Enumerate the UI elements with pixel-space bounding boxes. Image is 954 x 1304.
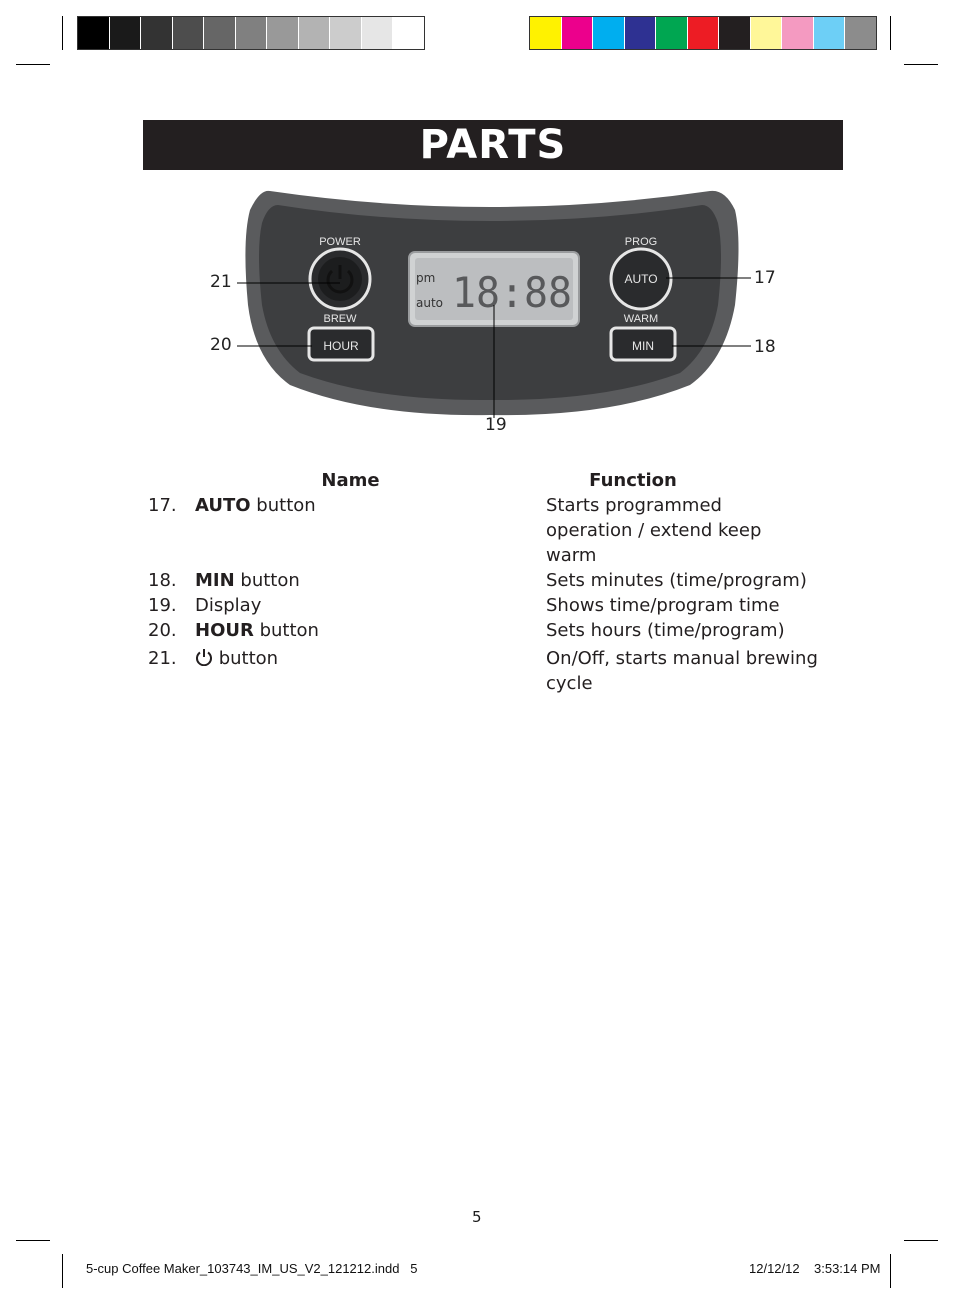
row-name: HOUR button bbox=[195, 618, 546, 643]
page-number: 5 bbox=[472, 1208, 482, 1226]
color-swatch bbox=[561, 17, 594, 49]
color-swatch bbox=[393, 17, 425, 49]
color-swatch bbox=[530, 17, 562, 49]
color-swatch bbox=[656, 17, 688, 49]
crop-mark bbox=[62, 16, 63, 50]
callout-18: 18 bbox=[754, 337, 776, 357]
row-number: 20. bbox=[148, 620, 177, 641]
crop-mark bbox=[904, 1240, 938, 1241]
table-row: 21. button On/Off, starts manual brewing… bbox=[140, 643, 840, 696]
color-swatch bbox=[361, 17, 394, 49]
parts-table: Name Function 17. AUTO button Starts pro… bbox=[140, 468, 840, 696]
crop-mark bbox=[16, 64, 50, 65]
callout-17: 17 bbox=[754, 268, 776, 288]
crop-mark bbox=[904, 64, 938, 65]
color-swatch bbox=[78, 17, 110, 49]
color-swatch bbox=[687, 17, 720, 49]
row-name-rest: button bbox=[250, 495, 316, 516]
color-swatch bbox=[845, 17, 877, 49]
row-function: Sets hours (time/program) bbox=[546, 620, 785, 641]
color-swatch bbox=[750, 17, 783, 49]
hour-button[interactable] bbox=[307, 326, 375, 362]
color-swatch bbox=[298, 17, 331, 49]
row-name: button bbox=[195, 643, 546, 696]
power-label: POWER bbox=[319, 236, 361, 248]
color-swatch bbox=[782, 17, 814, 49]
callout-19: 19 bbox=[485, 415, 507, 435]
row-name: MIN button bbox=[195, 568, 546, 593]
lcd-screen bbox=[415, 258, 573, 320]
row-function: Starts programmed operation / extend kee… bbox=[546, 495, 762, 566]
row-number: 17. bbox=[148, 495, 177, 516]
crop-mark bbox=[890, 16, 891, 50]
table-row: 20. HOUR button Sets hours (time/program… bbox=[140, 618, 840, 643]
color-swatch bbox=[330, 17, 362, 49]
footer-file: 5-cup Coffee Maker_103743_IM_US_V2_12121… bbox=[86, 1261, 418, 1276]
row-name-bold: AUTO bbox=[195, 495, 251, 516]
auto-label: AUTO bbox=[624, 272, 657, 286]
color-swatch bbox=[204, 17, 236, 49]
footer-date: 12/12/12 bbox=[749, 1261, 800, 1276]
row-function: On/Off, starts manual brewing cycle bbox=[546, 648, 818, 694]
table-header-row: Name Function bbox=[140, 468, 840, 493]
row-name-rest: button bbox=[234, 570, 300, 591]
table-row: 17. AUTO button Starts programmed operat… bbox=[140, 493, 840, 568]
color-swatch bbox=[719, 17, 751, 49]
table-row: 18. MIN button Sets minutes (time/progra… bbox=[140, 568, 840, 593]
min-button[interactable] bbox=[609, 326, 677, 362]
warm-label: WARM bbox=[624, 313, 658, 325]
row-name-rest: Display bbox=[195, 595, 262, 616]
table-row: 19. Display Shows time/program time bbox=[140, 593, 840, 618]
prog-label: PROG bbox=[625, 236, 657, 248]
control-panel-illustration: POWER BREW HOUR pm auto 18:88 PROG AUTO … bbox=[237, 190, 751, 418]
crop-mark bbox=[890, 1254, 891, 1288]
color-swatch bbox=[267, 17, 299, 49]
row-name: Display bbox=[195, 593, 546, 618]
brew-label: BREW bbox=[324, 313, 358, 325]
row-name-bold: MIN bbox=[195, 570, 235, 591]
color-swatch bbox=[235, 17, 268, 49]
callout-20: 20 bbox=[210, 335, 232, 355]
color-swatch bbox=[624, 17, 657, 49]
color-swatch bbox=[813, 17, 846, 49]
lcd-pm: pm bbox=[416, 271, 435, 285]
lcd-time: 18:88 bbox=[452, 268, 572, 317]
row-name-rest: button bbox=[253, 620, 319, 641]
min-label: MIN bbox=[632, 339, 654, 353]
row-name-bold: HOUR bbox=[195, 620, 254, 641]
crop-mark bbox=[62, 1254, 63, 1288]
power-icon bbox=[326, 265, 354, 294]
row-number: 21. bbox=[148, 648, 177, 669]
header-function: Function bbox=[589, 470, 677, 491]
color-swatch bbox=[141, 17, 173, 49]
auto-button[interactable] bbox=[609, 247, 673, 311]
crop-mark bbox=[16, 1240, 50, 1241]
header-name: Name bbox=[321, 470, 380, 491]
color-swatch bbox=[172, 17, 205, 49]
row-function: Shows time/program time bbox=[546, 595, 780, 616]
footer-time: 3:53:14 PM bbox=[814, 1261, 881, 1276]
process-color-bar bbox=[529, 16, 877, 50]
lcd-auto: auto bbox=[416, 296, 443, 310]
row-number: 18. bbox=[148, 570, 177, 591]
color-swatch bbox=[109, 17, 142, 49]
row-number: 19. bbox=[148, 595, 177, 616]
row-function: Sets minutes (time/program) bbox=[546, 570, 807, 591]
callout-21: 21 bbox=[210, 272, 232, 292]
power-icon bbox=[196, 649, 212, 667]
page-title: PARTS bbox=[143, 120, 843, 170]
hour-label: HOUR bbox=[323, 339, 359, 353]
color-swatch bbox=[593, 17, 625, 49]
row-name-rest: button bbox=[213, 648, 279, 669]
row-name: AUTO button bbox=[195, 493, 546, 568]
grayscale-color-bar bbox=[77, 16, 425, 50]
